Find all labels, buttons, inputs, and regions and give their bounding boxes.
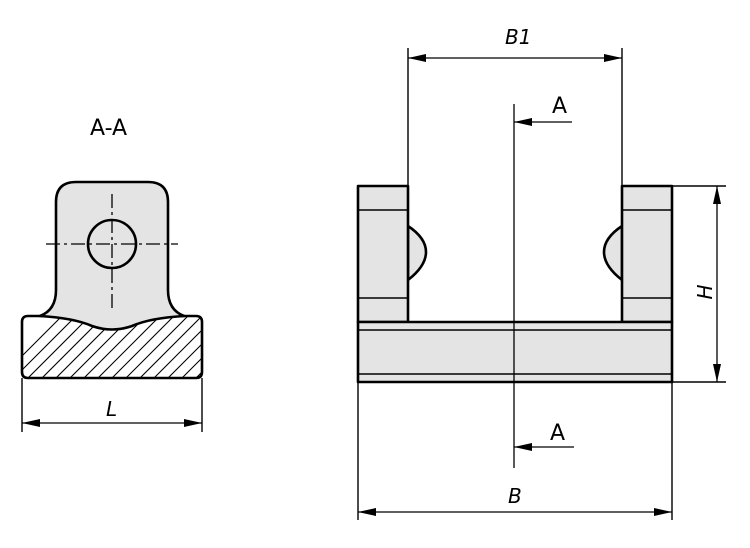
dimension-L: L: [21, 378, 203, 432]
base-rail: [356, 320, 674, 384]
section-marker-bottom: A: [514, 421, 574, 451]
dimension-L-label: L: [106, 397, 117, 421]
left-upright: [356, 184, 428, 324]
dimension-H-label: H: [693, 284, 717, 299]
section-view: A-A: [20, 116, 204, 432]
right-upright: [602, 184, 674, 324]
right-boss: [602, 224, 624, 282]
right-upright-body: [620, 184, 674, 324]
front-view: A A B1 H: [356, 25, 726, 520]
dimension-B1-label: B1: [505, 25, 531, 49]
left-upright-body: [356, 184, 410, 324]
section-marker-top: A: [514, 94, 572, 126]
dimension-H: H: [672, 185, 726, 383]
dimension-B1: B1: [407, 25, 623, 186]
base-rail-body: [356, 320, 674, 384]
dimension-B: B: [357, 382, 673, 520]
left-boss: [406, 224, 428, 282]
section-title: A-A: [90, 116, 127, 141]
dimension-B-label: B: [508, 484, 522, 508]
section-marker-top-label: A: [552, 94, 567, 119]
hatch-lines: [22, 316, 202, 378]
hatched-base: [20, 314, 204, 380]
section-marker-bottom-label: A: [550, 421, 565, 446]
